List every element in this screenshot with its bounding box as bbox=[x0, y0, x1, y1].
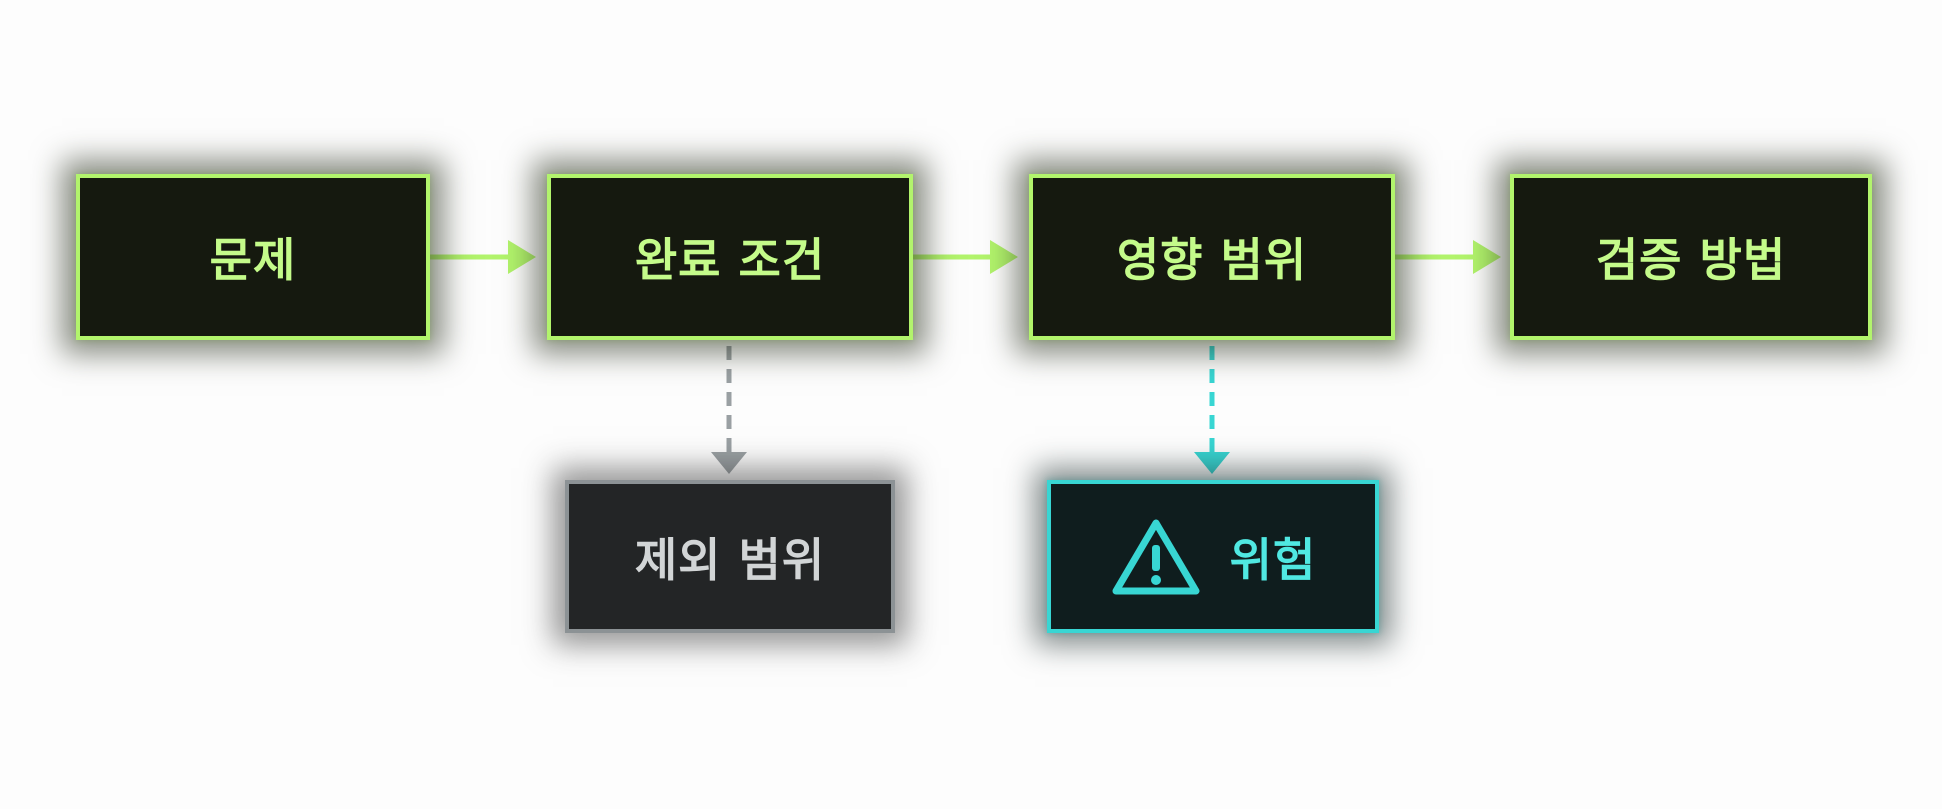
node-done-condition: 완료 조건 bbox=[547, 174, 913, 340]
edge-impact-to-verify bbox=[1395, 240, 1501, 274]
node-problem: 문제 bbox=[76, 174, 430, 340]
edge-impact-to-risk bbox=[1194, 346, 1230, 474]
node-verification-label: 검증 방법 bbox=[1595, 233, 1787, 287]
edge-done-to-exclude bbox=[711, 346, 747, 474]
warning-triangle-icon bbox=[1112, 519, 1200, 594]
node-exclusion-scope: 제외 범위 bbox=[565, 480, 895, 633]
arrowhead-icon bbox=[990, 240, 1018, 274]
node-done-condition-label: 완료 조건 bbox=[634, 233, 826, 287]
node-verification: 검증 방법 bbox=[1510, 174, 1872, 340]
node-problem-label: 문제 bbox=[209, 233, 297, 287]
edge-problem-to-done bbox=[430, 240, 536, 274]
arrowhead-icon bbox=[1473, 240, 1501, 274]
arrowhead-icon bbox=[1194, 452, 1230, 474]
node-risk: 위험 bbox=[1047, 480, 1379, 633]
node-risk-label: 위험 bbox=[1229, 532, 1317, 587]
node-exclusion-scope-label: 제외 범위 bbox=[634, 532, 826, 587]
edge-done-to-impact bbox=[913, 240, 1018, 274]
arrowhead-icon bbox=[711, 452, 747, 474]
node-impact-scope-label: 영향 범위 bbox=[1116, 233, 1308, 287]
arrowhead-icon bbox=[508, 240, 536, 274]
node-impact-scope: 영향 범위 bbox=[1029, 174, 1395, 340]
